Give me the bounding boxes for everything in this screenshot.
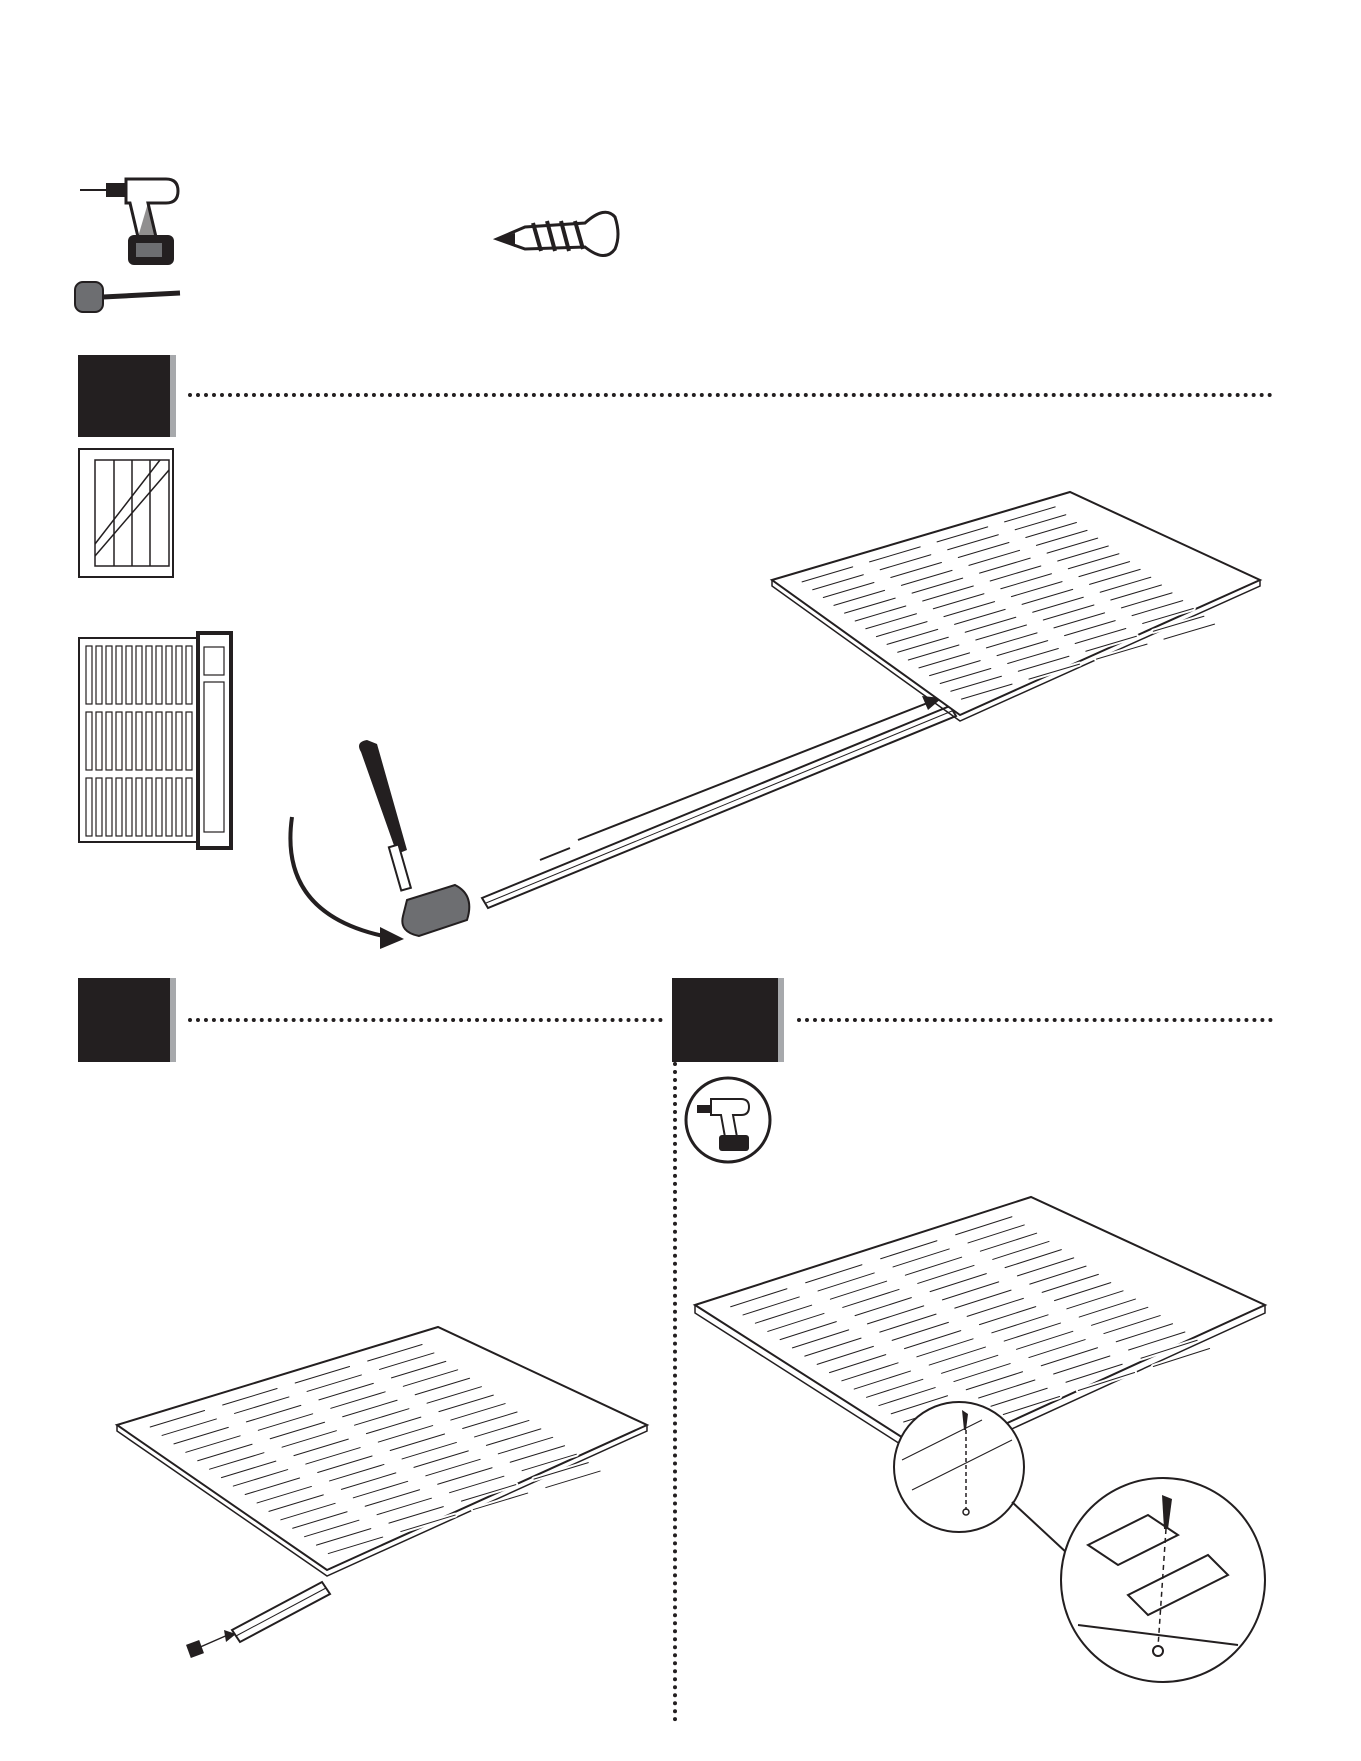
step-1-panel [770,490,1270,720]
mallet-icon [75,278,185,318]
step-separator [673,1062,677,1722]
mallet-striking-icon [355,740,485,950]
drill-icon [78,175,188,270]
door-panel-icon [78,448,174,578]
step-3-divider [797,1018,1273,1022]
screw-icon [495,205,620,265]
detail-callout-small [892,1400,1027,1535]
drill-icon-step-3 [683,1075,773,1165]
detail-callout-large [1058,1475,1268,1685]
step-2-panel [115,1325,655,1595]
step-3-box [672,978,778,1062]
step-2-divider [188,1018,663,1022]
step-2-box [78,978,170,1062]
step-1-divider [188,393,1273,397]
step-1-box [78,355,170,437]
rod-with-cap [182,1570,342,1670]
metal-rod [480,700,960,915]
wall-panel-icon [78,632,233,850]
